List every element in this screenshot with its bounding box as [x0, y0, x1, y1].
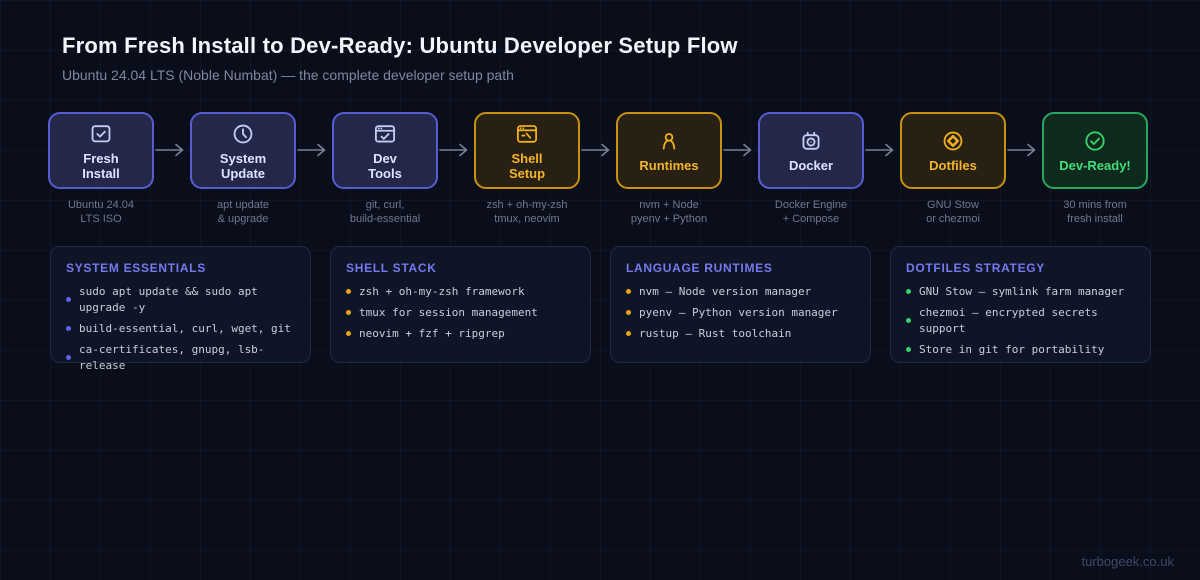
list-item: ca-certificates, gnupg, lsb-release: [66, 342, 298, 374]
step-box: Dotfiles: [900, 112, 1006, 189]
step-caption: apt update & upgrade: [173, 198, 313, 226]
step-caption: 30 mins from fresh install: [1025, 198, 1165, 226]
card-title: LANGUAGE RUNTIMES: [611, 247, 870, 275]
arrow-right-icon: [155, 142, 185, 158]
list-item: neovim + fzf + ripgrep: [346, 326, 578, 342]
card-language-runtimes: LANGUAGE RUNTIMES nvm — Node version man…: [610, 246, 871, 363]
bullet-dot-icon: [626, 310, 631, 315]
flow-step-runtimes: Runtimes nvm + Node pyenv + Python: [616, 112, 722, 226]
list-item: pyenv — Python version manager: [626, 305, 858, 321]
window-check-icon: [372, 121, 398, 147]
bullet-dot-icon: [626, 331, 631, 336]
list-item: chezmoi — encrypted secrets support: [906, 305, 1138, 337]
step-box: Fresh Install: [48, 112, 154, 189]
card-title: SYSTEM ESSENTIALS: [51, 247, 310, 275]
page-title: From Fresh Install to Dev-Ready: Ubuntu …: [62, 33, 738, 59]
card-item-list: nvm — Node version manager pyenv — Pytho…: [611, 284, 870, 342]
setup-flow-diagram: Fresh Install Ubuntu 24.04 LTS ISO Syste…: [48, 112, 1152, 232]
card-item-list: sudo apt update && sudo apt upgrade -y b…: [51, 284, 310, 374]
list-item: Store in git for portability: [906, 342, 1138, 358]
arrow-right-icon: [723, 142, 753, 158]
bullet-dot-icon: [66, 297, 71, 302]
page-subtitle: Ubuntu 24.04 LTS (Noble Numbat) — the co…: [62, 67, 738, 83]
step-caption: Ubuntu 24.04 LTS ISO: [31, 198, 171, 226]
step-box: System Update: [190, 112, 296, 189]
step-label: System Update: [220, 151, 266, 181]
bullet-dot-icon: [346, 289, 351, 294]
detail-cards: SYSTEM ESSENTIALS sudo apt update && sud…: [50, 246, 1152, 363]
flow-step-fresh-install: Fresh Install Ubuntu 24.04 LTS ISO: [48, 112, 154, 226]
flow-step-dev-ready: Dev-Ready! 30 mins from fresh install: [1042, 112, 1148, 226]
arrow-right-icon: [1007, 142, 1037, 158]
step-label: Fresh Install: [82, 151, 120, 181]
bullet-dot-icon: [626, 289, 631, 294]
bullet-dot-icon: [346, 331, 351, 336]
card-item-list: GNU Stow — symlink farm manager chezmoi …: [891, 284, 1150, 358]
card-title: SHELL STACK: [331, 247, 590, 275]
list-item: rustup — Rust toolchain: [626, 326, 858, 342]
check-circle-icon: [1082, 128, 1108, 154]
list-item: sudo apt update && sudo apt upgrade -y: [66, 284, 298, 316]
bullet-dot-icon: [906, 347, 911, 352]
arrow-right-icon: [439, 142, 469, 158]
step-box: Shell Setup: [474, 112, 580, 189]
step-caption: git, curl, build-essential: [315, 198, 455, 226]
flow-step-system-update: System Update apt update & upgrade: [190, 112, 296, 226]
target-icon: [940, 128, 966, 154]
header: From Fresh Install to Dev-Ready: Ubuntu …: [62, 33, 738, 83]
card-shell-stack: SHELL STACK zsh + oh-my-zsh framework tm…: [330, 246, 591, 363]
step-label: Dotfiles: [929, 158, 977, 173]
step-box: Dev-Ready!: [1042, 112, 1148, 189]
list-item: tmux for session management: [346, 305, 578, 321]
container-icon: [798, 128, 824, 154]
flow-step-dotfiles: Dotfiles GNU Stow or chezmoi: [900, 112, 1006, 226]
step-box: Runtimes: [616, 112, 722, 189]
flow-step-docker: Docker Docker Engine + Compose: [758, 112, 864, 226]
list-item: nvm — Node version manager: [626, 284, 858, 300]
terminal-icon: [514, 121, 540, 147]
check-square-icon: [88, 121, 114, 147]
bullet-dot-icon: [66, 355, 71, 360]
step-caption: Docker Engine + Compose: [741, 198, 881, 226]
bullet-dot-icon: [346, 310, 351, 315]
person-icon: [656, 128, 682, 154]
arrow-right-icon: [581, 142, 611, 158]
card-title: DOTFILES STRATEGY: [891, 247, 1150, 275]
list-item: GNU Stow — symlink farm manager: [906, 284, 1138, 300]
bullet-dot-icon: [906, 289, 911, 294]
clock-icon: [230, 121, 256, 147]
list-item: zsh + oh-my-zsh framework: [346, 284, 578, 300]
flow-step-shell-setup: Shell Setup zsh + oh-my-zsh tmux, neovim: [474, 112, 580, 226]
step-label: Docker: [789, 158, 833, 173]
card-item-list: zsh + oh-my-zsh framework tmux for sessi…: [331, 284, 590, 342]
step-label: Dev Tools: [368, 151, 402, 181]
step-box: Dev Tools: [332, 112, 438, 189]
step-label: Runtimes: [639, 158, 698, 173]
card-system-essentials: SYSTEM ESSENTIALS sudo apt update && sud…: [50, 246, 311, 363]
step-caption: nvm + Node pyenv + Python: [599, 198, 739, 226]
site-credit: turbogeek.co.uk: [1081, 554, 1174, 569]
step-caption: zsh + oh-my-zsh tmux, neovim: [457, 198, 597, 226]
step-label: Shell Setup: [509, 151, 545, 181]
list-item: build-essential, curl, wget, git: [66, 321, 298, 337]
step-label: Dev-Ready!: [1059, 158, 1131, 173]
card-dotfiles-strategy: DOTFILES STRATEGY GNU Stow — symlink far…: [890, 246, 1151, 363]
arrow-right-icon: [297, 142, 327, 158]
step-caption: GNU Stow or chezmoi: [883, 198, 1023, 226]
bullet-dot-icon: [906, 318, 911, 323]
step-box: Docker: [758, 112, 864, 189]
bullet-dot-icon: [66, 326, 71, 331]
flow-step-dev-tools: Dev Tools git, curl, build-essential: [332, 112, 438, 226]
arrow-right-icon: [865, 142, 895, 158]
